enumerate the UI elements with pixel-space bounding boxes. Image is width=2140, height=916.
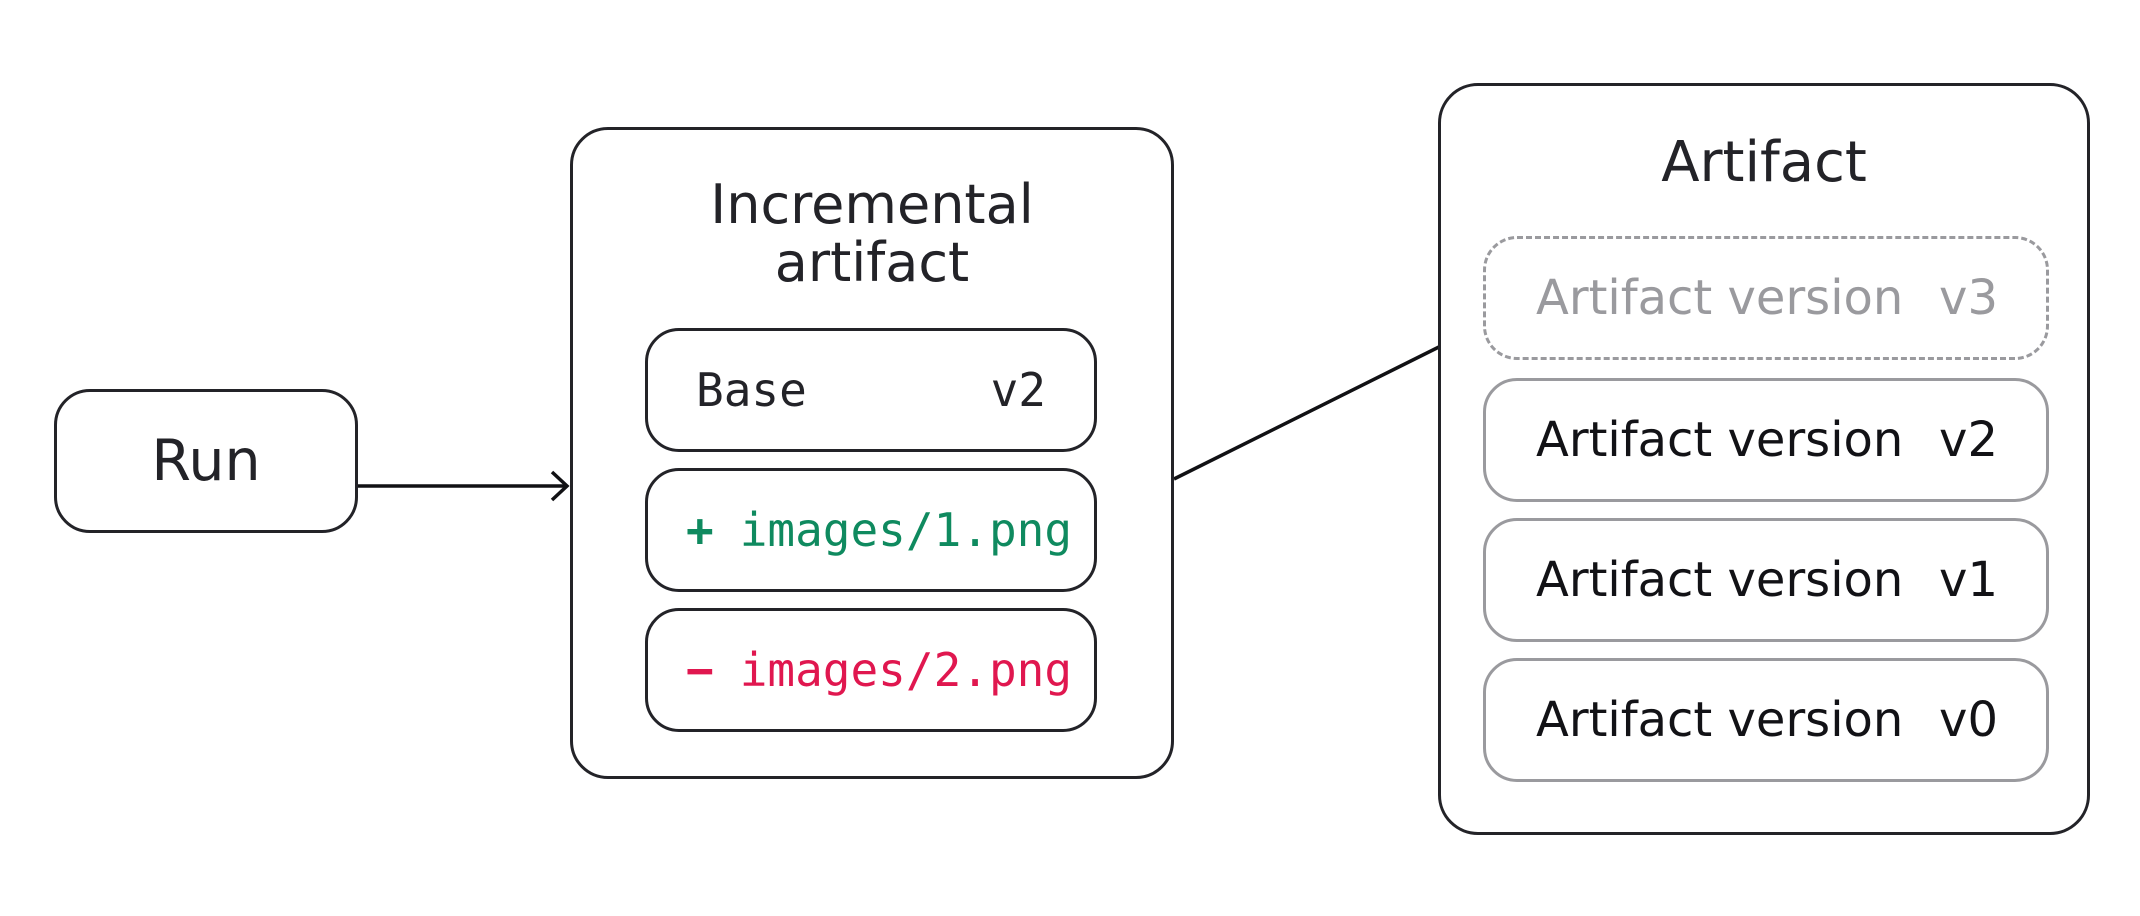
- run-to-incremental-arrowhead: [550, 470, 570, 502]
- incremental-title-line1: Incremental: [710, 173, 1034, 236]
- version-number: v2: [1939, 412, 1998, 468]
- incremental-artifact-title: Incremental artifact: [573, 173, 1171, 295]
- base-row: Base v2: [645, 328, 1097, 452]
- added-file-row: + images/1.png: [645, 468, 1097, 592]
- artifact-version-v1: Artifact version v1: [1483, 518, 2049, 642]
- run-node: Run: [54, 389, 358, 533]
- artifact-node: Artifact Artifact version v3 Artifact ve…: [1438, 83, 2090, 835]
- version-label: Artifact version: [1536, 412, 1904, 468]
- minus-icon: −: [686, 643, 714, 697]
- artifact-title: Artifact: [1661, 130, 1867, 195]
- incremental-title-line2: artifact: [774, 231, 970, 295]
- run-label: Run: [151, 427, 261, 494]
- version-number: v0: [1939, 692, 1998, 748]
- version-label: Artifact version: [1536, 270, 1904, 326]
- plus-icon: +: [686, 503, 714, 557]
- artifact-version-v0: Artifact version v0: [1483, 658, 2049, 782]
- artifact-version-v3-pending: Artifact version v3: [1483, 236, 2049, 360]
- base-label: Base: [696, 363, 807, 417]
- removed-file-path: images/2.png: [739, 643, 1073, 697]
- removed-file-row: − images/2.png: [645, 608, 1097, 732]
- version-number: v1: [1939, 552, 1998, 608]
- added-file-path: images/1.png: [739, 503, 1073, 557]
- base-version: v2: [990, 363, 1046, 417]
- incremental-artifact-node: Incremental artifact Base v2 + images/1.…: [570, 127, 1174, 779]
- incremental-to-v3-arrow: [1173, 327, 1476, 481]
- artifact-version-v2: Artifact version v2: [1483, 378, 2049, 502]
- version-label: Artifact version: [1536, 692, 1904, 748]
- version-number: v3: [1939, 270, 1998, 326]
- version-label: Artifact version: [1536, 552, 1904, 608]
